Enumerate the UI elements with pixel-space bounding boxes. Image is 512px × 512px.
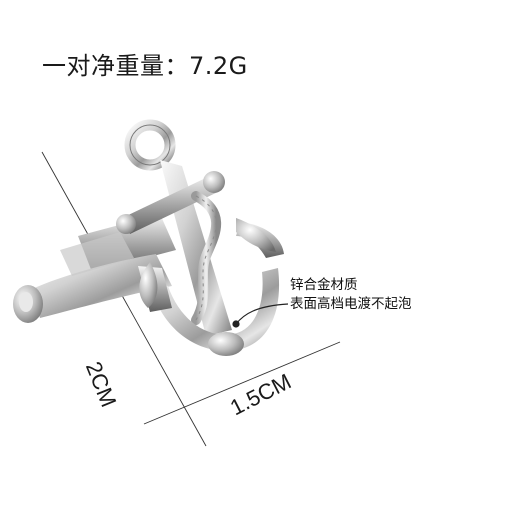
width-guide-line xyxy=(143,341,341,425)
material-note-line-2: 表面高档电渡不起泡 xyxy=(290,296,412,312)
dimension-lines xyxy=(41,151,341,447)
material-note-line-1: 锌合金材质 xyxy=(290,277,358,293)
net-weight-heading: 一对净重量：7.2G xyxy=(42,52,248,80)
material-note: 锌合金材质 表面高档电渡不起泡 xyxy=(290,276,412,314)
cufflink-toggle xyxy=(13,214,176,323)
height-guide-line xyxy=(41,151,207,447)
material-pointer xyxy=(232,303,289,328)
anchor-body xyxy=(116,119,284,356)
